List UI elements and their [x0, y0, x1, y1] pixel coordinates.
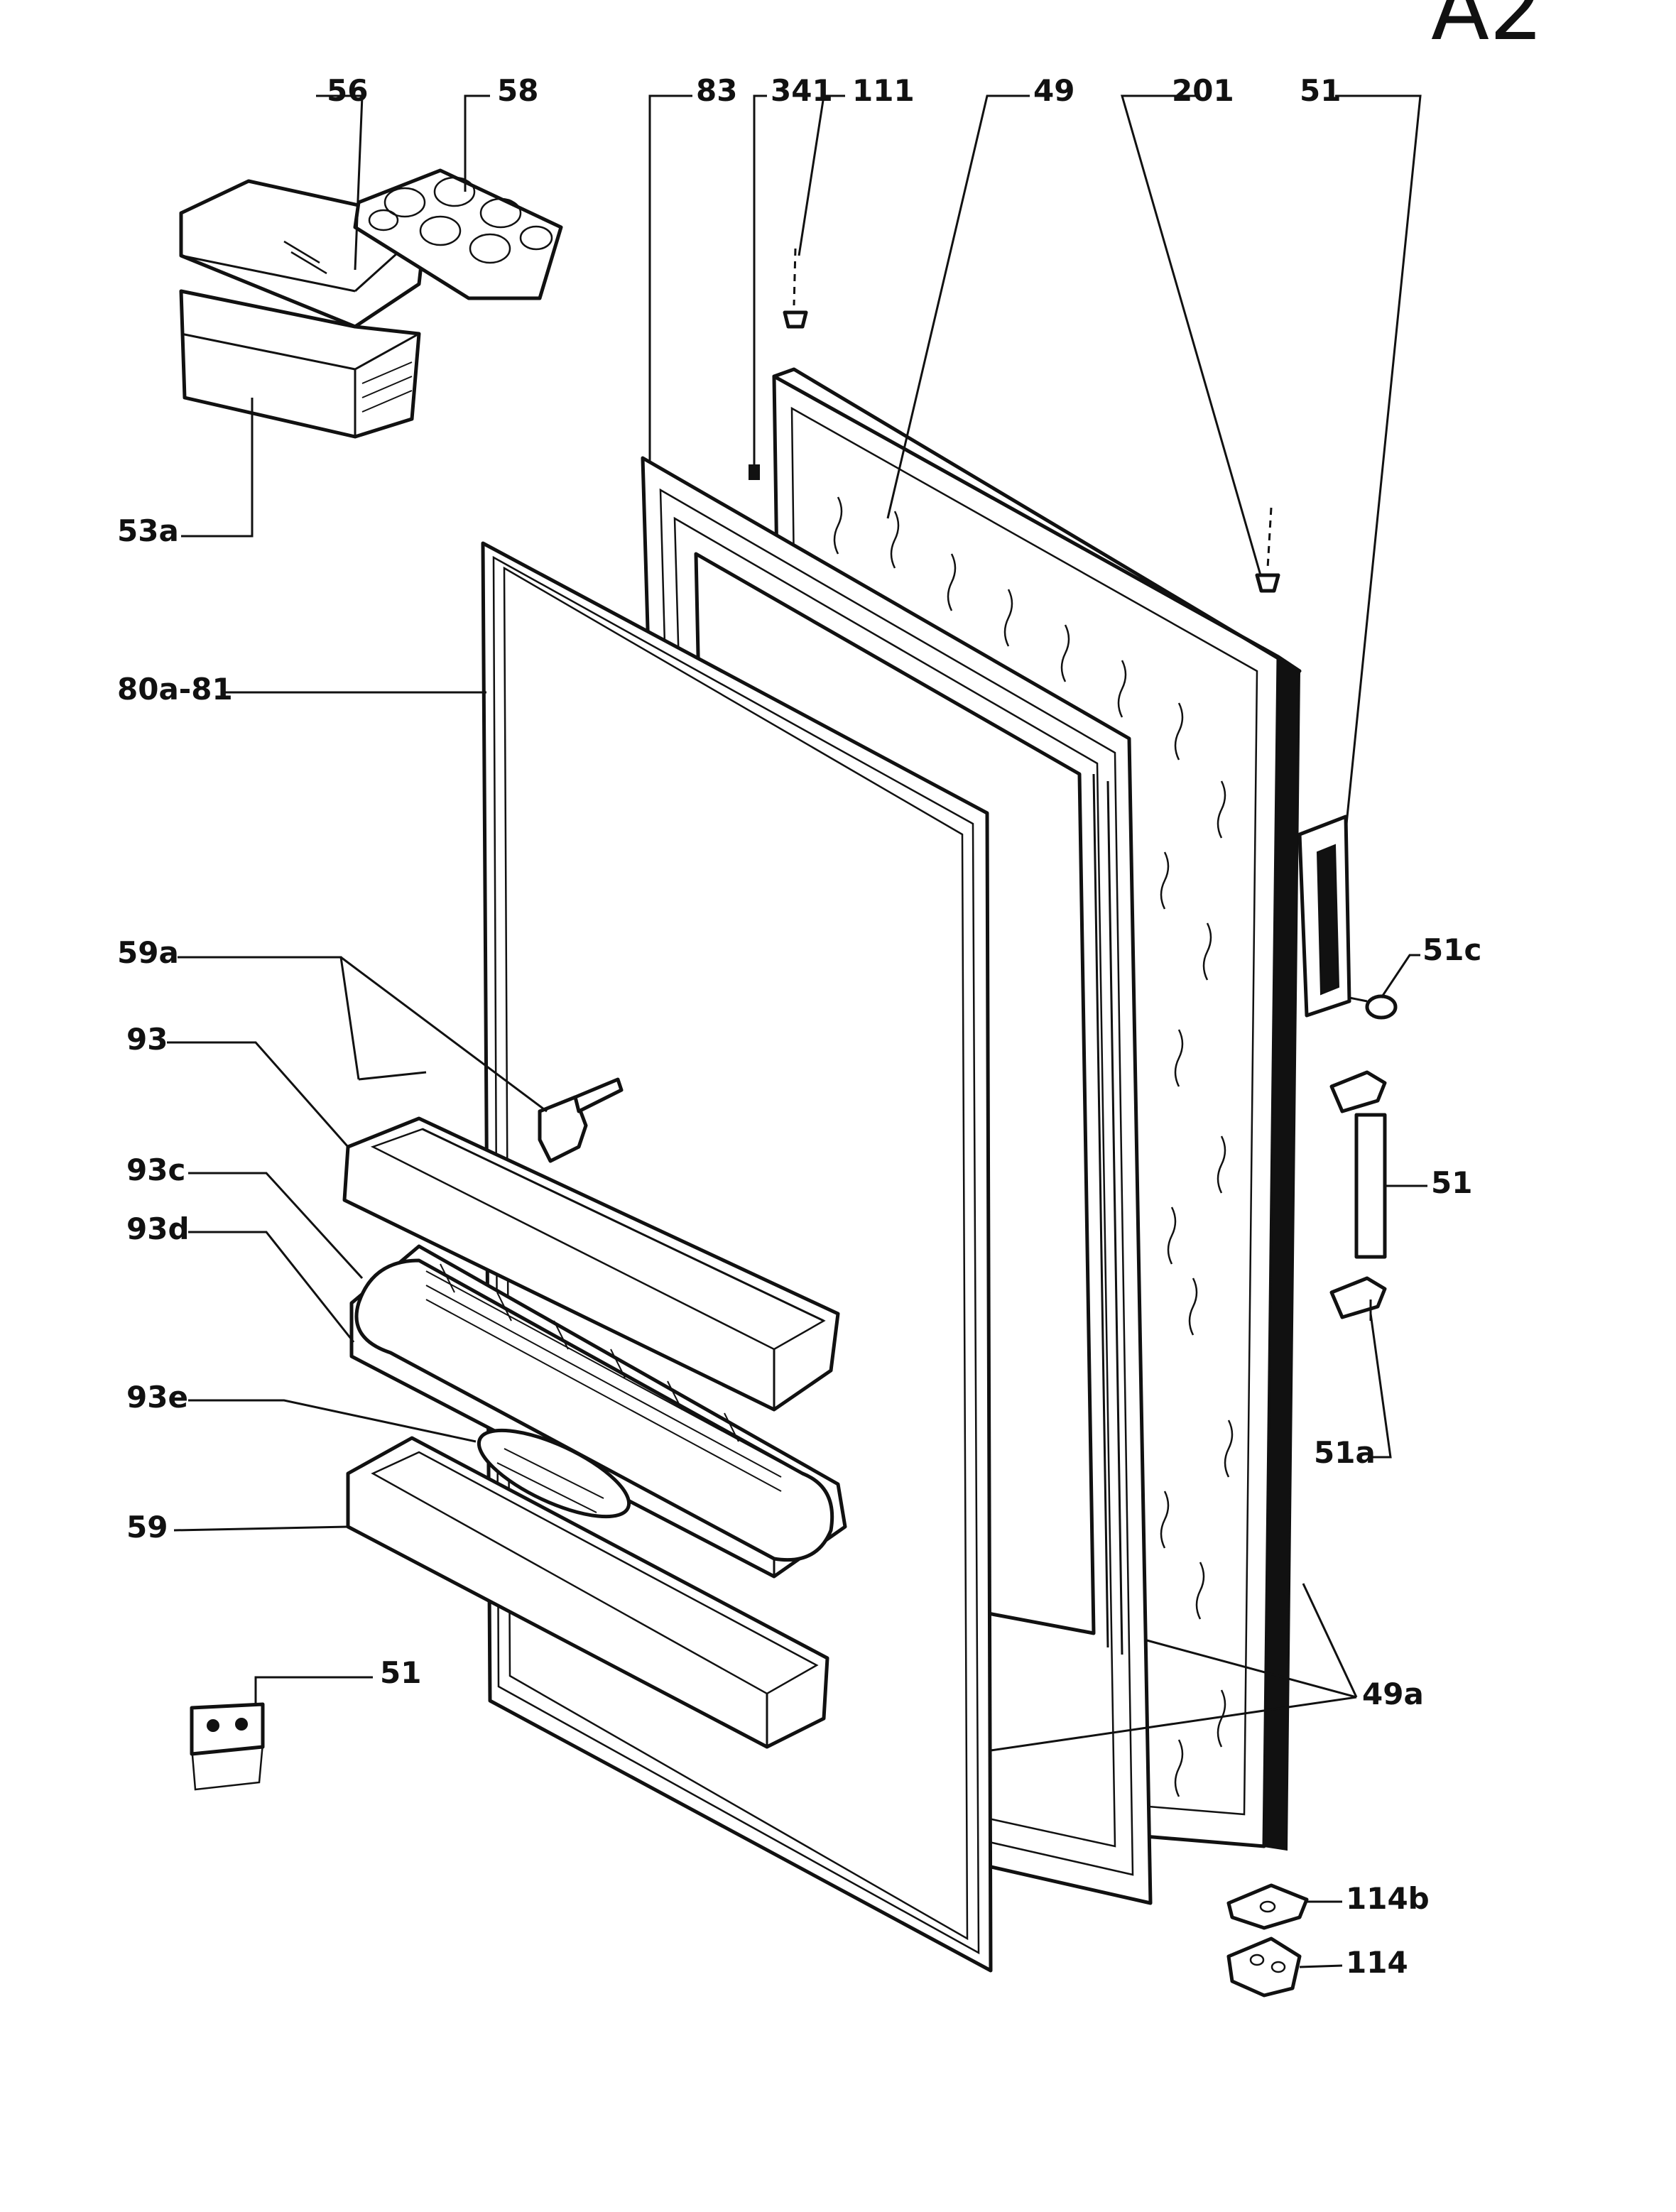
label-51a: 51a [1314, 1435, 1376, 1470]
label-201: 201 [1172, 73, 1234, 108]
label-51-handle: 51 [1300, 73, 1341, 108]
screw-111 [783, 248, 808, 329]
bottle-guard-93c [354, 1258, 834, 1562]
bracket-114 [1226, 1936, 1302, 1998]
label-49a: 49a [1362, 1677, 1424, 1711]
handle-cap-51c [1349, 994, 1398, 1020]
leader-lines [167, 94, 1427, 1968]
label-49: 49 [1033, 73, 1074, 108]
shelf-insert-93e [477, 1428, 631, 1519]
shelf-clip [190, 1702, 265, 1791]
insulation-texture [833, 496, 1234, 1797]
label-341: 341 [771, 73, 833, 108]
label-93e: 93e [126, 1380, 188, 1415]
label-59a: 59a [117, 935, 179, 970]
label-93c: 93c [126, 1153, 185, 1187]
hinge-assembly [1329, 1070, 1387, 1321]
label-93: 93 [126, 1022, 168, 1057]
label-51c: 51c [1422, 932, 1481, 967]
label-56: 56 [327, 73, 368, 108]
label-51-hinge: 51 [1431, 1165, 1472, 1200]
label-114: 114 [1346, 1945, 1408, 1980]
bracket-114b [1226, 1883, 1309, 1930]
door-shelf-93 [342, 1116, 840, 1412]
label-111: 111 [852, 73, 915, 108]
door-handle [1297, 814, 1351, 1018]
label-80a-81: 80a-81 [117, 672, 233, 707]
egg-tray [353, 168, 563, 300]
shelf-retainer [358, 1071, 624, 1163]
screw-201 [1255, 507, 1280, 593]
label-59: 59 [126, 1510, 168, 1544]
label-53a: 53a [117, 513, 179, 548]
label-83: 83 [696, 73, 737, 108]
butter-dish [179, 289, 421, 439]
label-51-clip: 51 [380, 1655, 421, 1690]
label-93d: 93d [126, 1211, 190, 1246]
screw-341 [749, 464, 760, 480]
label-58: 58 [497, 73, 538, 108]
label-114b: 114b [1346, 1881, 1430, 1916]
sheet-corner-mark: A2 [1431, 0, 1543, 60]
